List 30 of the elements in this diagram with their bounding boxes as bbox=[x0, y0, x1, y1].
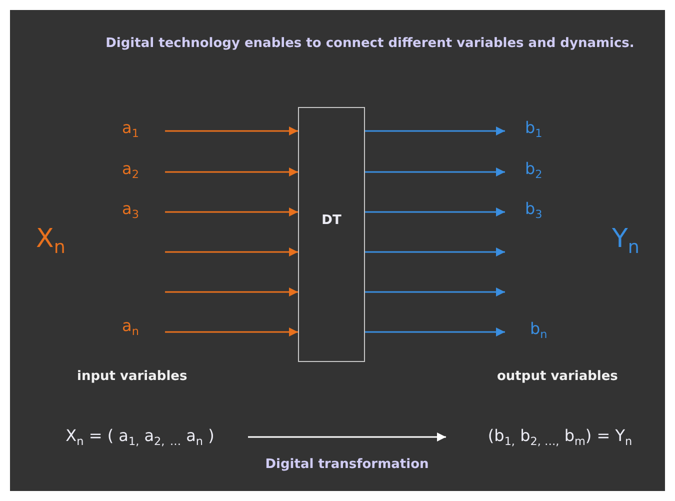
arrow bbox=[165, 126, 298, 136]
variable-label: a$_{n}$ bbox=[122, 316, 139, 338]
variable-label: X$_{n}$ bbox=[36, 224, 66, 258]
variable-label: Y$_{n}$ bbox=[612, 224, 640, 258]
arrow bbox=[248, 432, 446, 442]
arrow bbox=[165, 208, 298, 216]
arrow bbox=[365, 248, 505, 256]
edge-label: Digital transformation bbox=[265, 457, 429, 472]
arrow bbox=[365, 328, 505, 336]
arrow bbox=[365, 208, 505, 216]
arrow bbox=[365, 168, 505, 176]
variable-label: a$_{2}$ bbox=[122, 159, 139, 182]
variable-label: b$_{1}$ bbox=[525, 118, 542, 140]
title: Digital technology enables to connect different variables and dynamics. bbox=[106, 36, 634, 51]
arrow bbox=[165, 168, 298, 176]
arrow bbox=[165, 288, 298, 296]
variable-label: b$_{2}$ bbox=[525, 159, 542, 182]
arrow bbox=[165, 248, 298, 256]
arrow bbox=[365, 288, 505, 296]
variable-label: a$_{1}$ bbox=[122, 118, 139, 140]
caption-text: output variables bbox=[497, 369, 618, 384]
variable-label: b$_{n}$ bbox=[530, 319, 548, 342]
arrow bbox=[165, 328, 298, 336]
variable-label: a$_{3}$ bbox=[122, 199, 139, 222]
arrow bbox=[365, 126, 505, 136]
caption-text: input variables bbox=[77, 369, 188, 384]
formula: (b$_{1,}$ b$_{2, …,}$ b$_{m}$) = Y$_{n}$ bbox=[470, 424, 650, 450]
process-box: DT bbox=[298, 107, 365, 362]
variable-label: b$_{3}$ bbox=[525, 199, 542, 222]
formula: X$_{n}$ = ( a$_{1,}$ a$_{2,}$ $_{…}$ a$_{n}$ ) bbox=[40, 424, 240, 450]
